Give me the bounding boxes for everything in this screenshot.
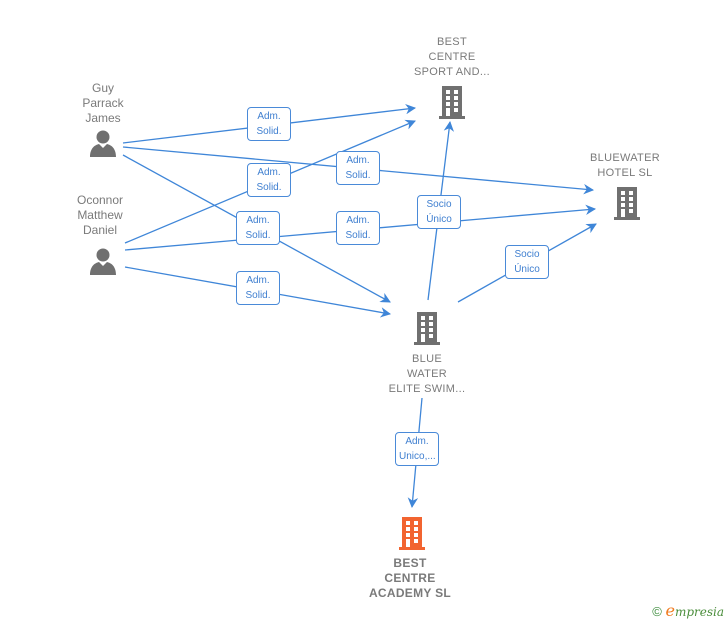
node-label-guy[interactable]: Guy Parrack James bbox=[82, 81, 124, 125]
building-icon-focus[interactable] bbox=[397, 515, 427, 556]
edge-label-oconnor-to-bluewater_hotel[interactable]: Adm. Solid. bbox=[336, 211, 380, 245]
edge-label-blue_water_elite-to-best_academy[interactable]: Adm. Unico,... bbox=[395, 432, 439, 466]
empresia-logo: empresia bbox=[665, 601, 724, 620]
edge-label-blue_water_elite-to-bluewater_hotel[interactable]: Socio Único bbox=[505, 245, 549, 279]
building-icon[interactable] bbox=[612, 185, 642, 226]
edge-label-oconnor-to-blue_water_elite[interactable]: Adm. Solid. bbox=[236, 271, 280, 305]
empresia-watermark: © empresia bbox=[652, 601, 724, 620]
edge-label-guy-to-best_sport[interactable]: Adm. Solid. bbox=[247, 107, 291, 141]
edge-label-oconnor-to-best_sport[interactable]: Adm. Solid. bbox=[247, 163, 291, 197]
node-label-best_academy[interactable]: BEST CENTRE ACADEMY SL bbox=[368, 556, 452, 600]
building-icon[interactable] bbox=[412, 310, 442, 351]
node-label-best_sport[interactable]: BEST CENTRE SPORT AND... bbox=[414, 36, 490, 78]
edge-label-guy-to-bluewater_hotel[interactable]: Adm. Solid. bbox=[336, 151, 380, 185]
edge-label-guy-to-blue_water_elite[interactable]: Adm. Solid. bbox=[236, 211, 280, 245]
copyright-symbol: © bbox=[652, 604, 662, 619]
node-label-blue_water_elite[interactable]: BLUE WATER ELITE SWIM... bbox=[388, 353, 466, 395]
person-icon[interactable] bbox=[88, 128, 118, 163]
edge-label-blue_water_elite-to-best_sport[interactable]: Socio Único bbox=[417, 195, 461, 229]
building-icon[interactable] bbox=[437, 84, 467, 125]
node-label-oconnor[interactable]: Oconnor Matthew Daniel bbox=[76, 193, 124, 237]
person-icon[interactable] bbox=[88, 246, 118, 281]
node-label-bluewater_hotel[interactable]: BLUEWATER HOTEL SL bbox=[590, 152, 660, 179]
